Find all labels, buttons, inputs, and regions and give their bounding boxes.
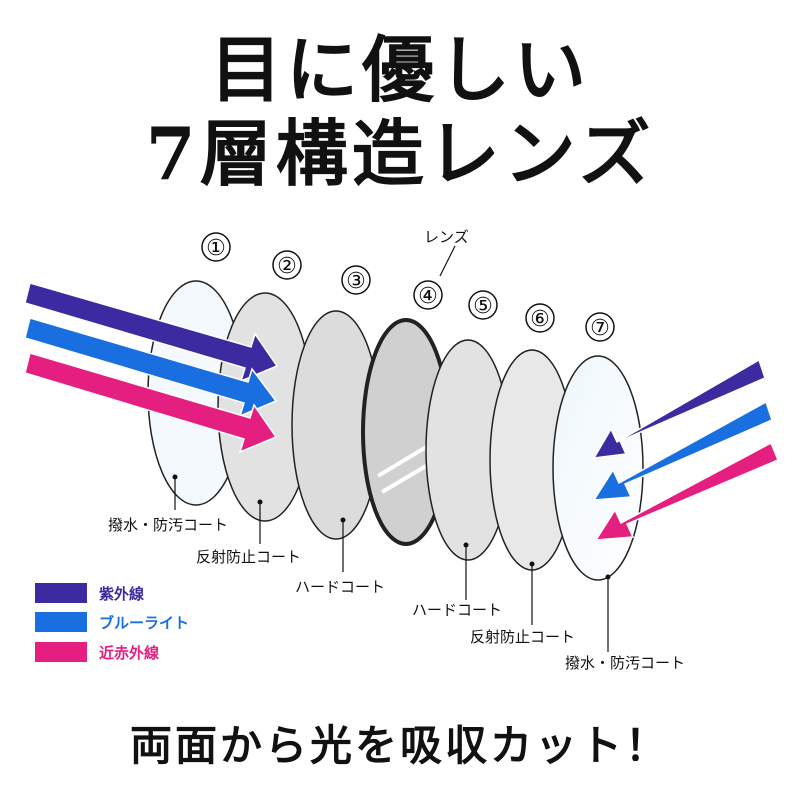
left-arrows — [24, 282, 279, 454]
legend-uv-label: 紫外線 — [99, 585, 144, 603]
uv-arrow-left — [24, 282, 279, 383]
layer-7-disc — [552, 355, 644, 581]
layer-1-number: ① — [206, 236, 226, 261]
title-line-1: 目に優しい — [209, 27, 590, 112]
legend-nir-swatch — [35, 642, 87, 662]
lens-callout-line — [439, 245, 456, 277]
layer-7-label: 撥水・防汚コート — [565, 654, 685, 672]
legend-bluelight-swatch — [35, 612, 87, 632]
lens-shine — [376, 444, 430, 494]
layer-1-label: 撥水・防汚コート — [108, 516, 228, 534]
layer-7-number: ⑦ — [590, 316, 610, 341]
layer-2-label: 反射防止コート — [196, 548, 301, 566]
layer-6-number: ⑥ — [530, 307, 550, 332]
nir-arrow-left — [24, 352, 278, 454]
leader-lines — [174, 477, 609, 652]
layer-3-label: ハードコート — [295, 578, 385, 596]
nir-arrow-right — [594, 441, 779, 541]
number-markers: ① ② ③ ④ ⑤ ⑥ ⑦ — [201, 232, 615, 342]
uv-arrow-right — [592, 358, 766, 459]
layer-6-label: 反射防止コート — [470, 628, 575, 646]
layer-5-number: ⑤ — [473, 294, 493, 319]
leader-dots — [172, 474, 611, 580]
legend-nir-label: 近赤外線 — [99, 644, 159, 662]
lens-callout-label: レンズ — [424, 228, 469, 246]
layer-2-number: ② — [277, 254, 297, 279]
title-line-2: 7層構造レンズ — [145, 111, 655, 196]
legend-uv-swatch — [35, 583, 87, 603]
legend: 紫外線 ブルーライト 近赤外線 — [35, 583, 189, 662]
right-arrows — [592, 358, 779, 541]
legend-bluelight-label: ブルーライト — [99, 614, 189, 632]
layer-4-number: ④ — [418, 284, 438, 309]
footer-tagline: 両面から光を吸収カット！ — [129, 721, 670, 770]
bluelight-arrow-right — [592, 400, 773, 501]
layer-5-label: ハードコート — [412, 601, 502, 619]
bluelight-arrow-left — [24, 317, 278, 418]
layer-3-number: ③ — [346, 269, 366, 294]
